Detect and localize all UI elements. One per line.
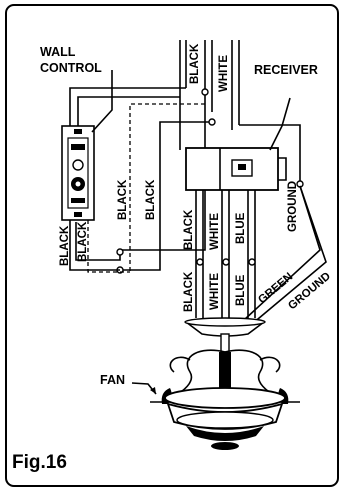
ground-wires (243, 185, 327, 325)
top-black-label: BLACK (189, 43, 201, 84)
ground-label-top: GROUND (287, 181, 299, 232)
fan-pointer (131, 382, 157, 395)
wall-control-label: WALL (40, 45, 76, 59)
wall-control-device (61, 125, 95, 221)
receiver-to-fan-wires (195, 190, 256, 318)
top-white-label: WHITE (218, 55, 230, 92)
wall-control-feed (69, 87, 216, 274)
figure-caption: Fig.16 (12, 452, 67, 473)
receiver-pointer (269, 97, 291, 151)
fan-label: FAN (100, 373, 125, 387)
wc-black-label-1: BLACK (59, 225, 71, 266)
receiver-white-label: WHITE (209, 213, 221, 250)
fan-body (150, 349, 300, 450)
incoming-house-wires (179, 40, 240, 150)
receiver-unit (185, 97, 291, 191)
fan-canopy (184, 317, 266, 353)
fan-blue-label: BLUE (235, 274, 247, 306)
left-black-label-1: BLACK (117, 179, 129, 220)
wall-control-pointer (91, 70, 113, 133)
wc-black-label-2: BLACK (77, 221, 89, 262)
receiver-blue-label: BLUE (235, 212, 247, 244)
fan-black-label: BLACK (183, 271, 195, 312)
receiver-black-label: BLACK (183, 209, 195, 250)
fan-white-label: WHITE (209, 273, 221, 310)
receiver-label: RECEIVER (254, 63, 318, 77)
left-black-label-2: BLACK (145, 179, 157, 220)
ground-house-wire (239, 124, 301, 182)
wall-control-label-2: CONTROL (40, 61, 102, 75)
wall-control-output (69, 220, 130, 273)
